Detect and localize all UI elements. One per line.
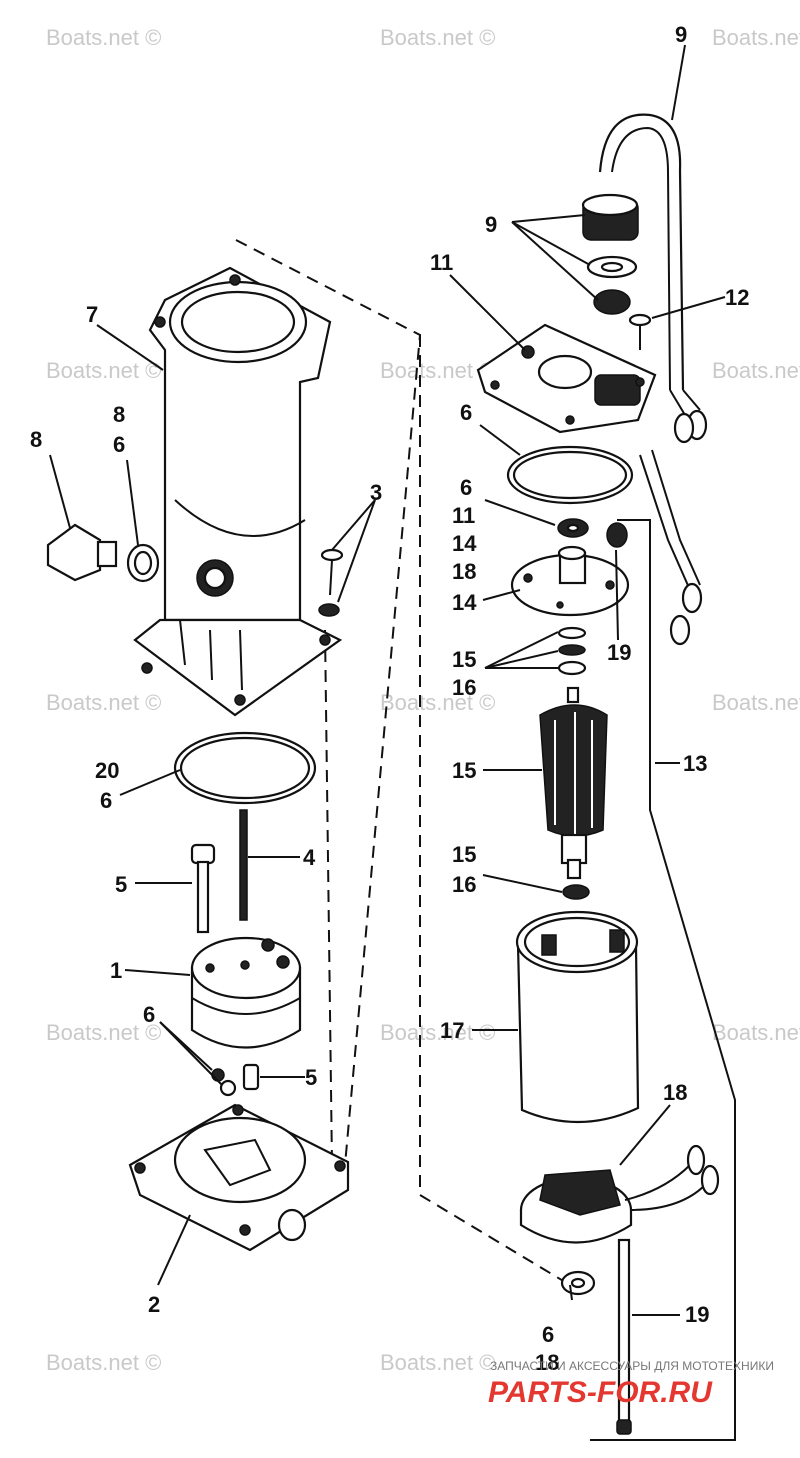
o-ring-20	[173, 731, 317, 805]
watermark: Boats.net ©	[712, 25, 800, 50]
label-2: 2	[148, 1292, 160, 1317]
label-16: 16	[452, 872, 476, 897]
assembly-dashed-lines	[235, 239, 571, 1286]
label-8: 8	[113, 402, 125, 427]
footer-brand-logo: PARTS-FOR.RU	[488, 1376, 713, 1409]
label-4: 4	[303, 845, 316, 870]
washer-16	[562, 884, 590, 900]
label-15: 15	[452, 842, 476, 867]
end-plate-18	[519, 1144, 720, 1244]
brush-plate-14	[510, 545, 630, 617]
pump-small-parts	[211, 1063, 260, 1097]
pump-base-2	[128, 1103, 350, 1252]
watermark: Boats.net ©	[380, 1020, 495, 1045]
watermark: Boats.net ©	[46, 25, 161, 50]
label-3: 3	[370, 480, 382, 505]
footer-branding: ЗАПЧАСТИ И АКСЕССУАРЫ ДЛЯ МОТОТЕХНИКИ PA…	[488, 1359, 774, 1409]
label-12: 12	[725, 285, 749, 310]
end-cap-11	[476, 323, 657, 434]
watermark: Boats.net ©	[380, 25, 495, 50]
stud-4	[239, 809, 248, 921]
grommet-set-9	[581, 193, 639, 315]
watermark: Boats.net ©	[380, 1350, 495, 1375]
label-14: 14	[452, 590, 477, 615]
label-6: 6	[143, 1002, 155, 1027]
label-6: 6	[113, 432, 125, 457]
watermark: Boats.net ©	[46, 1350, 161, 1375]
label-1: 1	[110, 958, 122, 983]
label-5: 5	[115, 872, 127, 897]
washer-stack	[557, 626, 587, 676]
o-ring-6	[506, 445, 634, 505]
screw-and-washer	[318, 548, 344, 617]
label-14: 14	[452, 531, 477, 556]
part-labels: 9 9 11 12 6 6 11 14 18 14 19 15 16 15 13…	[30, 22, 749, 1375]
label-19: 19	[685, 1302, 709, 1327]
label-6: 6	[542, 1322, 554, 1347]
motor-wires	[598, 113, 708, 646]
watermark: Boats.net ©	[46, 358, 161, 383]
leader-lines	[49, 44, 726, 1316]
label-6: 6	[460, 475, 472, 500]
label-19: 19	[607, 640, 631, 665]
label-11: 11	[452, 503, 475, 528]
watermark: Boats.net ©	[46, 690, 161, 715]
label-9: 9	[485, 212, 497, 237]
label-18: 18	[535, 1350, 559, 1375]
screw-12	[628, 313, 652, 350]
label-7: 7	[86, 302, 98, 327]
label-13: 13	[683, 751, 707, 776]
label-18: 18	[452, 559, 476, 584]
label-9: 9	[675, 22, 687, 47]
label-17: 17	[440, 1018, 464, 1043]
bolt-5	[190, 843, 216, 934]
label-5: 5	[305, 1065, 317, 1090]
label-11: 11	[430, 250, 453, 275]
watermark: Boats.net ©	[46, 1020, 161, 1045]
label-6: 6	[100, 788, 112, 813]
label-6: 6	[460, 400, 472, 425]
leader-13	[590, 519, 736, 1441]
motor-frame-17	[515, 910, 640, 1124]
reservoir-housing	[133, 266, 343, 717]
label-15: 15	[452, 758, 476, 783]
watermark: Boats.net ©	[712, 1020, 800, 1045]
footer-caption: ЗАПЧАСТИ И АКСЕССУАРЫ ДЛЯ МОТОТЕХНИКИ	[490, 1359, 774, 1373]
armature-15	[539, 686, 608, 880]
label-16: 16	[452, 675, 476, 700]
watermark: Boats.net ©	[712, 358, 800, 383]
fill-plug	[46, 523, 160, 583]
watermarks: Boats.net © Boats.net © Boats.net © Boat…	[46, 25, 800, 1375]
watermark: Boats.net ©	[380, 690, 495, 715]
label-18: 18	[663, 1080, 687, 1105]
watermark: Boats.net ©	[380, 358, 495, 383]
watermark: Boats.net ©	[712, 690, 800, 715]
pump-1	[190, 936, 302, 1049]
label-8: 8	[30, 427, 42, 452]
label-20: 20	[95, 758, 119, 783]
label-15: 15	[452, 647, 476, 672]
small-seals	[557, 518, 628, 548]
